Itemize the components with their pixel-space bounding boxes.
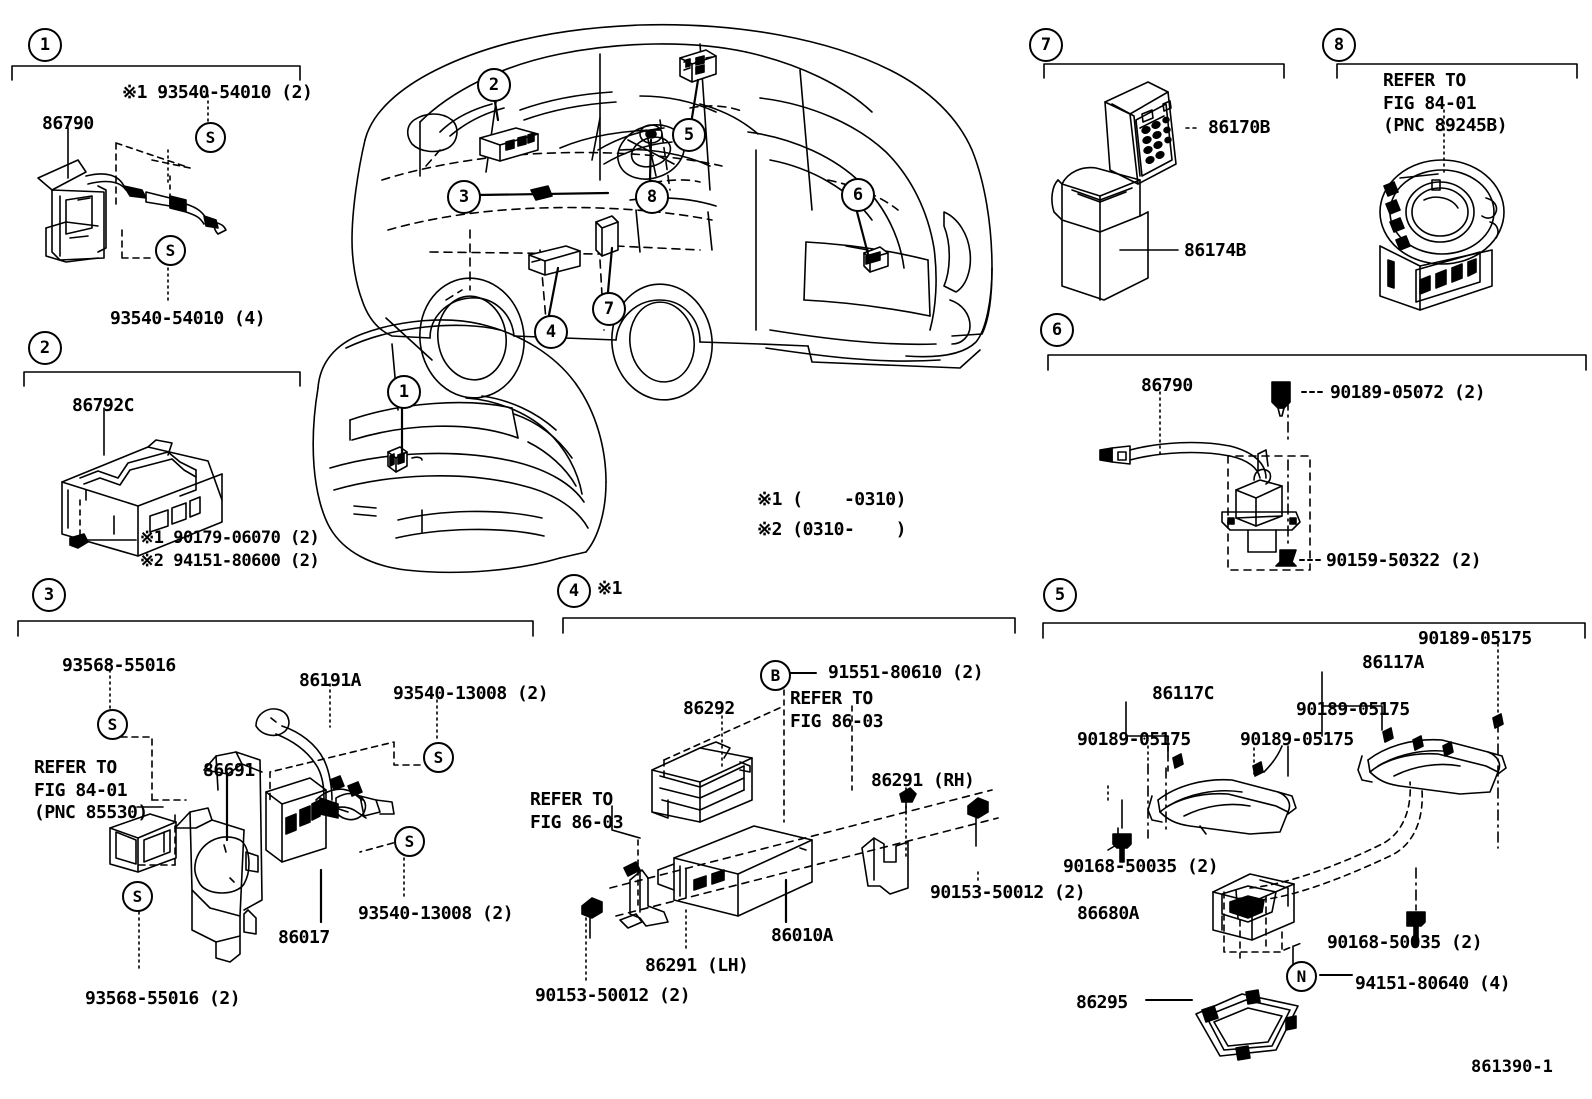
- panel-callout-7[interactable]: 7: [1029, 28, 1063, 62]
- label-part-91551-80610: 91551-80610 (2): [828, 662, 984, 683]
- vehicle-marker-8[interactable]: 8: [635, 180, 669, 214]
- panel-callout-1[interactable]: 1: [28, 28, 62, 62]
- marker-s-p1-bottom: S: [155, 235, 186, 266]
- note-star-2: ※2 (0310- ): [757, 519, 906, 540]
- vehicle-marker-6[interactable]: 6: [841, 178, 875, 212]
- label-part-86295: 86295: [1076, 992, 1128, 1013]
- vehicle-marker-1[interactable]: 1: [387, 375, 421, 409]
- label-part-86292: 86292: [683, 698, 735, 719]
- label-part-90189-05072: 90189-05072 (2): [1330, 382, 1486, 403]
- marker-s-p1-top: S: [195, 122, 226, 153]
- label-panel4-note-mark: ※1: [597, 578, 622, 599]
- figure-id: 861390-1: [1471, 1057, 1553, 1077]
- label-part-86017: 86017: [278, 927, 330, 948]
- label-refer-fig-84-01-85530: REFER TO FIG 84-01 (PNC 85530): [34, 757, 148, 823]
- marker-s-p3-c: S: [394, 826, 425, 857]
- label-refer-fig-84-01-89245B: REFER TO FIG 84-01 (PNC 89245B): [1383, 70, 1508, 136]
- label-part-86117A: 86117A: [1362, 652, 1425, 673]
- marker-b-p4: B: [760, 660, 791, 691]
- label-part-86291-RH: 86291 (RH): [871, 770, 975, 791]
- marker-s-p3-b: S: [423, 742, 454, 773]
- label-part-86010A: 86010A: [771, 925, 834, 946]
- note-star-1: ※1 ( -0310): [757, 489, 906, 510]
- vehicle-marker-7[interactable]: 7: [592, 292, 626, 326]
- label-part-90189-05175-mid: 90189-05175: [1296, 699, 1410, 720]
- vehicle-marker-5[interactable]: 5: [672, 118, 706, 152]
- label-part-90168-50035-left: 90168-50035 (2): [1063, 856, 1219, 877]
- marker-n-p5: N: [1286, 961, 1317, 992]
- label-part-86790: 86790: [42, 113, 94, 134]
- label-part-90159-50322: 90159-50322 (2): [1326, 550, 1482, 571]
- label-part-90153-50012-left: 90153-50012 (2): [535, 985, 691, 1006]
- panel-callout-5[interactable]: 5: [1043, 578, 1077, 612]
- label-part-86680A: 86680A: [1077, 903, 1140, 924]
- vehicle-marker-3[interactable]: 3: [447, 180, 481, 214]
- label-part-93540-13008-top: 93540-13008 (2): [393, 683, 549, 704]
- vehicle-marker-4[interactable]: 4: [534, 315, 568, 349]
- label-part-90189-05175-far-right: 90189-05175: [1418, 628, 1532, 649]
- label-part-86291-LH: 86291 (LH): [645, 955, 749, 976]
- panel-callout-6[interactable]: 6: [1040, 313, 1074, 347]
- label-part-94151-80600: ※2 94151-80600 (2): [140, 551, 320, 571]
- label-part-86170B: 86170B: [1208, 117, 1271, 138]
- label-part-86691: 86691: [203, 760, 255, 781]
- label-part-93568-55016: 93568-55016: [62, 655, 176, 676]
- label-part-93540-13008-bottom: 93540-13008 (2): [358, 903, 514, 924]
- label-part-86117C: 86117C: [1152, 683, 1215, 704]
- label-part-90168-50035-right: 90168-50035 (2): [1327, 932, 1483, 953]
- panel-callout-3[interactable]: 3: [32, 578, 66, 612]
- marker-s-p3-a: S: [97, 709, 128, 740]
- marker-s-p3-d: S: [122, 881, 153, 912]
- label-part-93540-54010-2: ※1 93540-54010 (2): [122, 82, 313, 103]
- label-part-90189-05175-center: 90189-05175: [1240, 729, 1354, 750]
- label-part-86191A: 86191A: [299, 670, 362, 691]
- vehicle-marker-2[interactable]: 2: [477, 68, 511, 102]
- label-part-86790-rear: 86790: [1141, 375, 1193, 396]
- label-part-86792C: 86792C: [72, 395, 135, 416]
- label-part-90179-06070: ※1 90179-06070 (2): [140, 528, 320, 548]
- panel-callout-2[interactable]: 2: [28, 331, 62, 365]
- label-part-86174B: 86174B: [1184, 240, 1247, 261]
- label-part-93568-55016-2: 93568-55016 (2): [85, 988, 241, 1009]
- label-part-94151-80640: 94151-80640 (4): [1355, 973, 1511, 994]
- label-part-93540-54010-4: 93540-54010 (4): [110, 308, 266, 329]
- label-refer-fig-86-03-top: REFER TO FIG 86-03: [790, 688, 884, 732]
- panel-callout-4[interactable]: 4: [557, 574, 591, 608]
- label-part-90189-05175-left: 90189-05175: [1077, 729, 1191, 750]
- label-refer-fig-86-03-left: REFER TO FIG 86-03: [530, 789, 624, 833]
- label-part-90153-50012-right: 90153-50012 (2): [930, 882, 1086, 903]
- panel-callout-8[interactable]: 8: [1322, 28, 1356, 62]
